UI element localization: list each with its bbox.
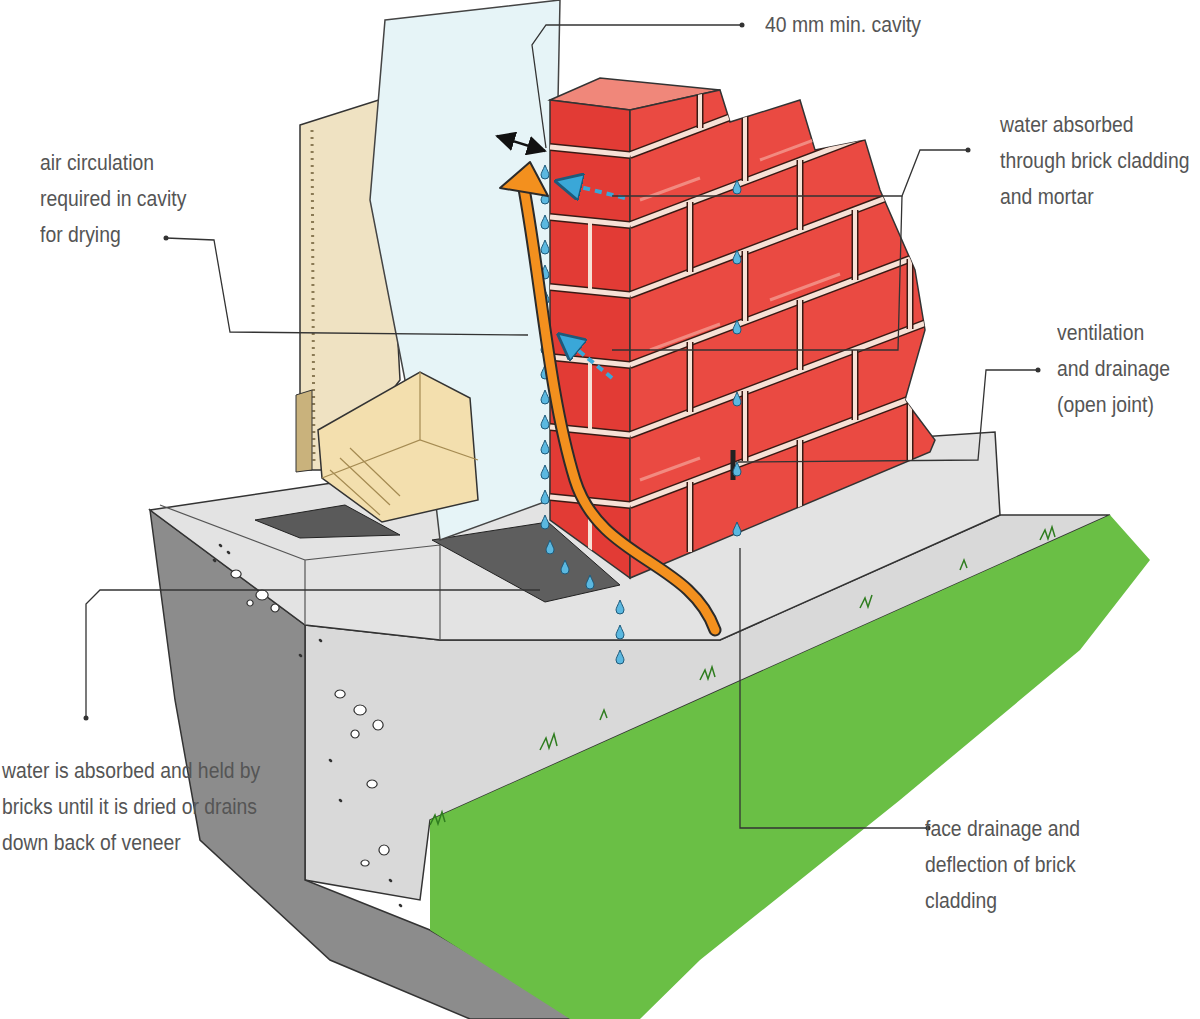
- leader-dot: [164, 236, 169, 241]
- leader-line: [738, 370, 1038, 462]
- callout-label: face drainage and deflection of brick cl…: [925, 811, 1085, 919]
- water-drops: [541, 165, 741, 664]
- leader-dot: [740, 23, 745, 28]
- water-absorption-arrow: [568, 342, 612, 378]
- concrete-aggregate: [231, 570, 389, 866]
- leader-line: [532, 25, 742, 148]
- mortar-perp-joints: [690, 42, 910, 552]
- leader-lines: [86, 25, 1038, 828]
- timber-bottom-plate: [318, 372, 478, 522]
- concrete-specks: [214, 545, 401, 906]
- callout-label: air circulation required in cavity for d…: [40, 145, 194, 253]
- leader-dot: [966, 148, 971, 153]
- leader-line: [740, 548, 928, 828]
- cavity-dimension: [497, 136, 545, 151]
- timber-grain: [322, 372, 478, 515]
- airflow-arrowhead: [500, 162, 548, 196]
- mortar-perp-joints-fill: [690, 42, 910, 552]
- leader-line: [86, 590, 540, 718]
- leader-line: [612, 196, 902, 350]
- end-mortar: [550, 147, 630, 560]
- airflow-arrow: [522, 178, 715, 630]
- airflow-arrow-outline: [522, 178, 715, 630]
- callout-label: water is absorbed and held by bricks unt…: [2, 753, 266, 861]
- leader-dot: [1036, 368, 1041, 373]
- callout-label: ventilation and drainage (open joint): [1057, 315, 1176, 423]
- leader-line: [166, 238, 528, 335]
- callout-label: 40 mm min. cavity: [765, 7, 921, 43]
- callout-label: water absorbed through brick cladding an…: [1000, 107, 1195, 215]
- leader-line: [612, 150, 968, 196]
- leader-dots: [84, 23, 1041, 831]
- leader-dot: [84, 716, 89, 721]
- front-mortar: [630, 30, 960, 552]
- timber-stud: [296, 390, 312, 472]
- slab-step-edges: [160, 505, 440, 640]
